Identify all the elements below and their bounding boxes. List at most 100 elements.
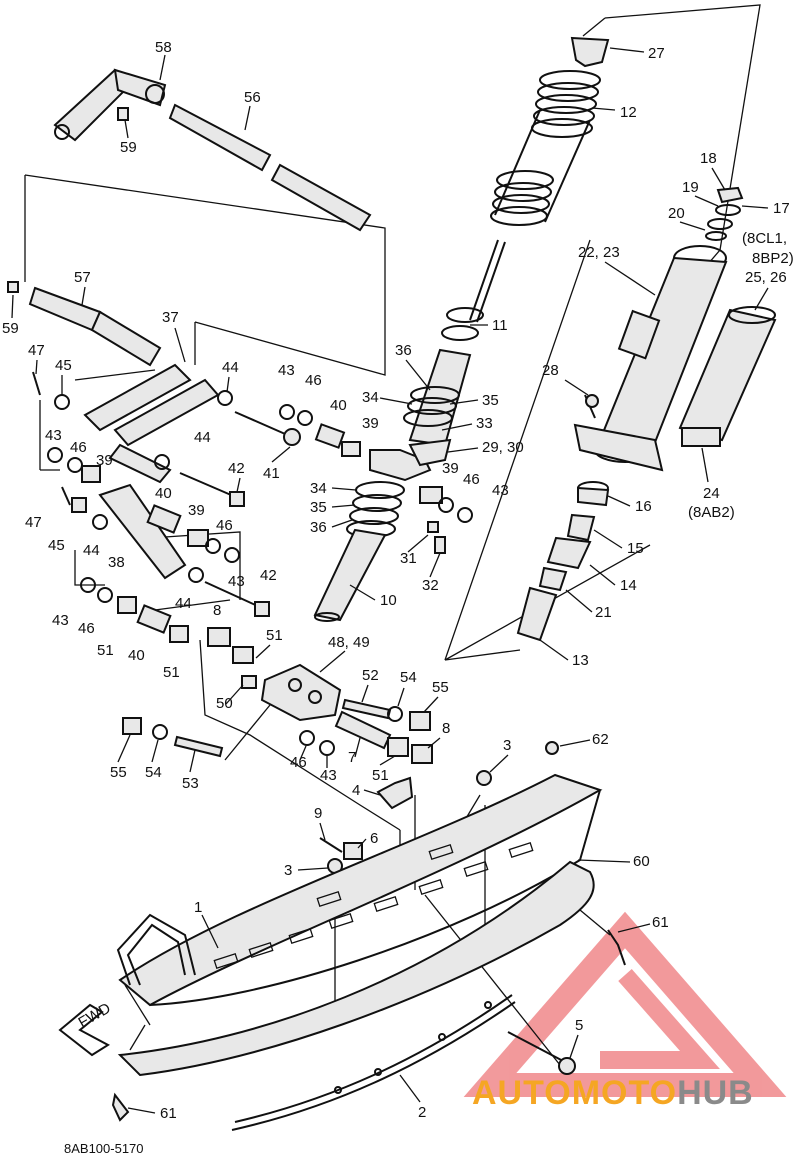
- ski-assembly: [111, 773, 626, 1131]
- callout-32: 32: [422, 577, 439, 594]
- callout-35b: 35: [310, 499, 327, 516]
- callout-43c: 43: [492, 482, 509, 499]
- callout-62: 62: [592, 731, 609, 748]
- callout-51b: 51: [97, 642, 114, 659]
- callout-39: 39: [362, 415, 379, 432]
- callout-3a: 3: [503, 737, 511, 754]
- callout-36b: 36: [310, 519, 327, 536]
- callout-34: 34: [362, 389, 379, 406]
- callout-7: 7: [348, 749, 356, 766]
- callout-9: 9: [314, 805, 322, 822]
- callout-35: 35: [482, 392, 499, 409]
- callout-51d: 51: [372, 767, 389, 784]
- callout-16: 16: [635, 498, 652, 515]
- callout-55a: 55: [432, 679, 449, 696]
- shock-cover-assembly: [516, 186, 777, 642]
- callout-34b: 34: [310, 480, 327, 497]
- callout-56: 56: [244, 89, 261, 106]
- callout-15: 15: [627, 540, 644, 557]
- callout-50: 50: [216, 695, 233, 712]
- note-24: (8AB2): [688, 504, 735, 521]
- callout-39b: 39: [96, 452, 113, 469]
- callout-10: 10: [380, 592, 397, 609]
- callout-42: 42: [228, 460, 245, 477]
- callout-11: 11: [492, 317, 508, 334]
- callout-42b: 42: [260, 567, 277, 584]
- callout-54b: 54: [145, 764, 162, 781]
- callout-46e: 46: [78, 620, 95, 637]
- callout-5: 5: [575, 1017, 583, 1034]
- callout-39d: 39: [188, 502, 205, 519]
- fwd-label: FWD: [76, 1000, 114, 1032]
- callout-36: 36: [395, 342, 412, 359]
- callout-43: 43: [278, 362, 295, 379]
- callout-12: 12: [620, 104, 637, 121]
- callout-18: 18: [700, 150, 717, 167]
- callout-58: 58: [155, 39, 172, 56]
- callout-31: 31: [400, 550, 417, 567]
- callout-2: 2: [418, 1104, 426, 1121]
- callout-44d: 44: [175, 595, 192, 612]
- callout-3b: 3: [284, 862, 292, 879]
- callout-21: 21: [595, 604, 612, 621]
- callout-47: 47: [28, 342, 45, 359]
- callout-51c: 51: [163, 664, 180, 681]
- callout-46: 46: [305, 372, 322, 389]
- callout-8a: 8: [213, 602, 221, 619]
- callout-1: 1: [194, 899, 202, 916]
- watermark-part1: AUTOMOTO: [472, 1074, 678, 1112]
- callout-24: 24: [703, 485, 720, 502]
- callout-44c: 44: [83, 542, 100, 559]
- callout-25-26: 25, 26: [745, 269, 787, 286]
- callout-40: 40: [330, 397, 347, 414]
- callout-labels: 58 56 59 27 12 18 19 17 20 (8CL1, 22, 23…: [2, 39, 794, 1122]
- callout-45b: 45: [48, 537, 65, 554]
- callout-46c: 46: [463, 471, 480, 488]
- callout-60: 60: [633, 853, 650, 870]
- watermark-logo-icon: [463, 911, 787, 1097]
- callout-52: 52: [362, 667, 379, 684]
- callout-29-30: 29, 30: [482, 439, 524, 456]
- callout-37: 37: [162, 309, 179, 326]
- callout-44: 44: [222, 359, 239, 376]
- callout-39c: 39: [442, 460, 459, 477]
- callout-8b: 8: [442, 720, 450, 737]
- callout-40c: 40: [128, 647, 145, 664]
- callout-61a: 61: [652, 914, 669, 931]
- callout-14: 14: [620, 577, 637, 594]
- callout-41: 41: [263, 465, 280, 482]
- callout-57: 57: [74, 269, 91, 286]
- callout-40b: 40: [155, 485, 172, 502]
- watermark-text: AUTOMOTOHUB: [472, 1074, 754, 1113]
- callout-4: 4: [352, 782, 360, 799]
- note-17: (8CL1,: [742, 230, 787, 247]
- callout-48-49: 48, 49: [328, 634, 370, 651]
- callout-51a: 51: [266, 627, 283, 644]
- callout-54a: 54: [400, 669, 417, 686]
- callout-46b: 46: [70, 439, 87, 456]
- callout-20: 20: [668, 205, 685, 222]
- watermark-part2: HUB: [677, 1074, 754, 1112]
- callout-44b: 44: [194, 429, 211, 446]
- diagram-code: 8AB100-5170: [64, 1141, 144, 1156]
- callout-59b: 59: [2, 320, 19, 337]
- callout-46d: 46: [216, 517, 233, 534]
- lower-linkage-parts: [122, 663, 559, 874]
- callout-43f: 43: [320, 767, 337, 784]
- callout-28: 28: [542, 362, 559, 379]
- callout-61b: 61: [160, 1105, 177, 1122]
- callout-17: 17: [773, 200, 790, 217]
- callout-43b: 43: [45, 427, 62, 444]
- callout-53: 53: [182, 775, 199, 792]
- note-17b: 8BP2): [752, 250, 794, 267]
- shock-absorber-assembly: [313, 36, 610, 622]
- linkage-arms: [7, 68, 473, 664]
- callout-22-23: 22, 23: [578, 244, 620, 261]
- callout-46f: 46: [290, 754, 307, 771]
- forward-arrow-icon: FWD: [58, 1000, 114, 1057]
- callout-19: 19: [682, 179, 699, 196]
- callout-6: 6: [370, 830, 378, 847]
- callout-43d: 43: [228, 573, 245, 590]
- callout-55b: 55: [110, 764, 127, 781]
